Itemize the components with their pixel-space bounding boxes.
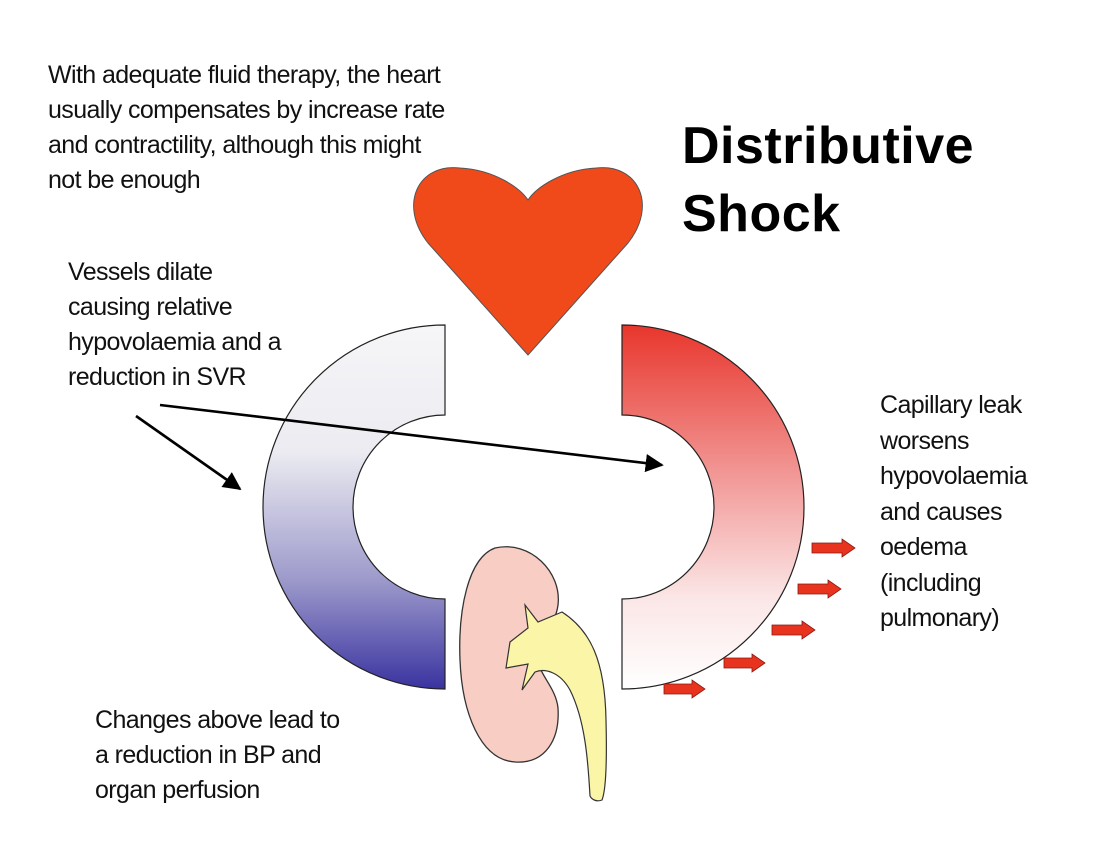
vessel-dilation-note: Vessels dilate causing relative hypovola… [68,258,282,391]
page-title: Distributive Shock [682,117,975,243]
leak-arrow [797,579,842,599]
capillary-leak-note: Capillary leak worsens hypovolaemia and … [880,391,1028,632]
renal-pelvis [505,602,607,802]
bp-reduction-note: Changes above lead to a reduction in BP … [95,706,340,804]
heart-compensation-note: With adequate fluid therapy, the heart u… [48,61,445,194]
leak-arrow [811,538,856,558]
venous-vessel [262,324,446,690]
svr-reduction-arrow [159,403,664,473]
leak-arrow [723,653,766,673]
vessel-dilation-arrow [135,414,242,491]
leak-arrow [663,679,706,699]
leak-arrow [771,620,816,640]
arterial-vessel [621,324,805,690]
heart-icon [413,167,643,356]
kidney-icon [459,546,607,802]
capillary-leak-arrows [663,538,856,699]
